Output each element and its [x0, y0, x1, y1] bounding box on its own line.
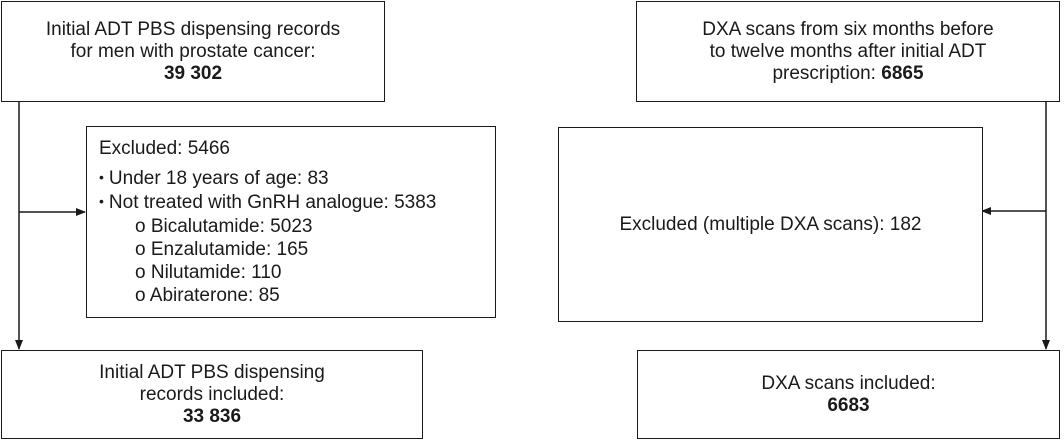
- right-top-prefix: prescription:: [772, 62, 882, 84]
- left-bottom-value: 33 836: [182, 405, 242, 427]
- right-excluded-text: Excluded (multiple DXA scans): 182: [619, 213, 922, 235]
- right-top-value: 6865: [881, 62, 924, 84]
- right-top-line-2: to twelve months after initial ADT: [709, 40, 987, 62]
- left-bottom-line-2: records included:: [139, 383, 285, 405]
- left-bottom-line-1: Initial ADT PBS dispensing: [99, 361, 325, 383]
- right-top-box: DXA scans from six months before to twel…: [636, 1, 1060, 102]
- excluded-bullet-age: Under 18 years of age: 83: [99, 167, 495, 191]
- right-bottom-line-1: DXA scans included:: [761, 372, 936, 394]
- right-excluded-box: Excluded (multiple DXA scans): 182: [558, 127, 983, 322]
- excluded-bullet-gnrh: Not treated with GnRH analogue: 5383: [99, 191, 495, 215]
- right-top-line-1: DXA scans from six months before: [702, 18, 994, 40]
- right-top-line-3: prescription: 6865: [772, 63, 923, 85]
- left-top-line-2: for men with prostate cancer:: [70, 40, 316, 62]
- left-bottom-box: Initial ADT PBS dispensing records inclu…: [1, 350, 423, 439]
- left-top-box: Initial ADT PBS dispensing records for m…: [1, 1, 385, 102]
- left-excluded-box: Excluded: 5466 Under 18 years of age: 83…: [86, 126, 496, 318]
- excluded-sub-nilutamide: o Nilutamide: 110: [135, 262, 282, 283]
- right-bottom-box: DXA scans included: 6683: [637, 350, 1060, 439]
- left-top-value: 39 302: [163, 62, 223, 84]
- excluded-title: Excluded: 5466: [99, 138, 230, 159]
- excluded-sub-bicalutamide: o Bicalutamide: 5023: [135, 216, 313, 237]
- excluded-sub-enzalutamide: o Enzalutamide: 165: [135, 239, 309, 260]
- left-top-line-1: Initial ADT PBS dispensing records: [45, 18, 341, 40]
- excluded-sub-abiraterone: o Abiraterone: 85: [135, 285, 280, 306]
- right-bottom-value: 6683: [827, 394, 870, 416]
